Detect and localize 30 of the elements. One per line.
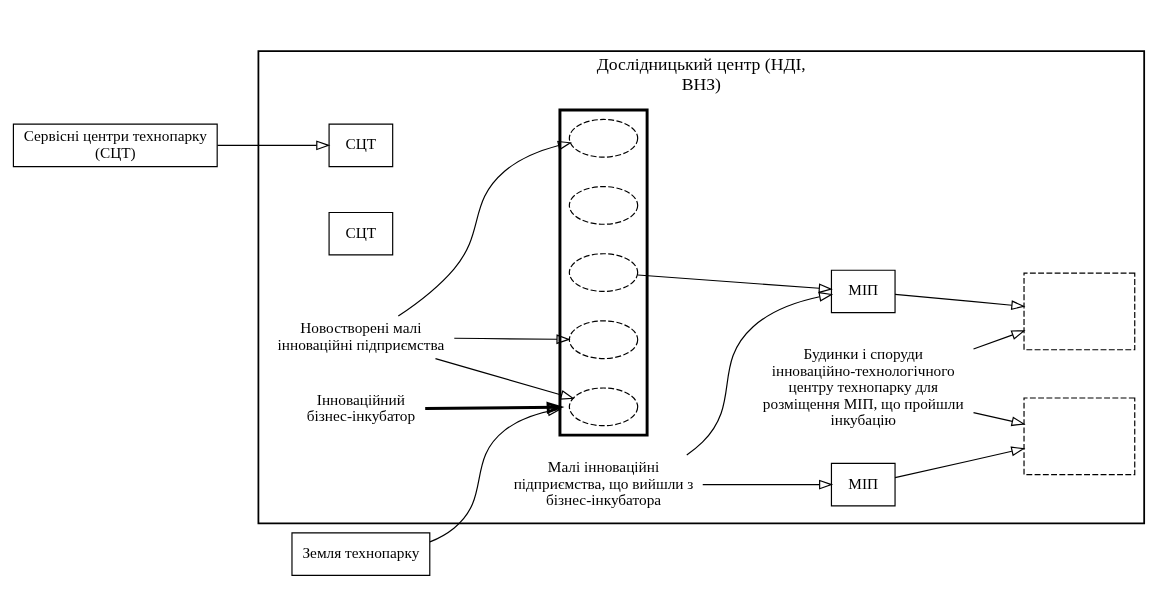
node-ellipse [568,386,639,426]
arrow [894,446,1026,478]
node-box: Земля технопарку [291,531,431,576]
arrow [702,479,834,490]
arrow [894,293,1026,310]
node-ellipse [568,118,639,158]
arrow [453,333,571,344]
node-box [1023,272,1136,350]
arrow [686,291,834,455]
node-text: Будинки і споруди інноваційно-технологічного центру технопарку для розміщення МІП, що пройшли інкубацію [762,344,964,428]
arrow [397,140,572,317]
node-box: СЦТ [328,211,394,255]
arrow [972,329,1026,350]
node-box: МІП [830,269,896,313]
arrow [434,357,575,400]
node-ellipse [568,185,639,225]
arrow [429,405,562,542]
arrow [425,401,565,414]
node-text: Інноваційний бізнес-інкубатор [306,390,416,424]
arrow [972,411,1026,426]
node-box: Сервісні центри технопарку (СЦТ) [12,123,218,167]
arrow [637,273,833,293]
node-text: Новостворені малі інноваційні підприємства [277,318,445,353]
node-text: Малі інноваційні підприємства, що вийшли з бізнес-інкубатора [513,457,694,508]
node-ellipse [568,252,639,292]
arrow [216,139,331,150]
node-box [1023,396,1136,475]
node-box: МІП [830,462,896,506]
node-box: СЦТ [328,123,394,167]
node-ellipse [568,319,639,359]
